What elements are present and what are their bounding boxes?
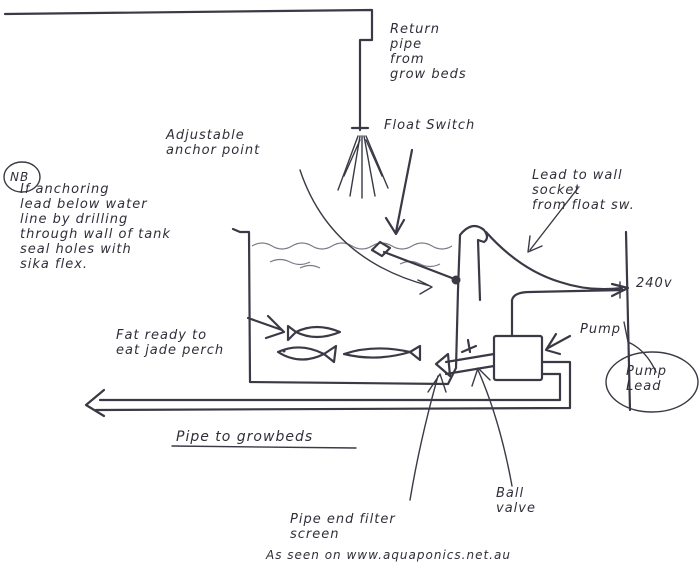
credit-label: As seen on www.aquaponics.net.au <box>266 548 511 562</box>
outlet-pipe <box>94 360 572 412</box>
anchoring-note: If anchoring lead below water line by dr… <box>20 182 171 272</box>
ball-valve-icon <box>460 338 478 354</box>
pump-lead <box>510 288 626 338</box>
fish-group <box>276 324 422 364</box>
fish-label: Fat ready to eat jade perch <box>116 328 225 358</box>
ball-valve-arrow <box>471 367 513 487</box>
filter-screen-icon <box>434 352 452 378</box>
anchor-point-arrow <box>299 169 433 295</box>
nb-label: NB <box>10 170 30 184</box>
pump-body <box>492 334 544 382</box>
water-surface <box>251 242 453 250</box>
pump-label: Pump <box>580 322 621 337</box>
ball-valve-label: Ball valve <box>496 486 536 516</box>
wall-socket <box>624 230 632 412</box>
pipe-direction-arrow <box>84 388 106 418</box>
voltage-label: 240v <box>636 276 673 291</box>
float-switch <box>370 240 461 285</box>
return-pipe <box>3 8 374 132</box>
float-switch-label: Float Switch <box>384 118 476 133</box>
nb-circle <box>3 161 41 193</box>
fish-arrow <box>246 314 286 340</box>
filter-screen-label: Pipe end filter screen <box>290 512 396 542</box>
return-pipe-label: Return pipe from grow beds <box>390 22 467 82</box>
pump-lead-pointer <box>623 321 657 373</box>
pipe-to-growbeds-label: Pipe to growbeds <box>176 429 314 445</box>
float-switch-lead <box>484 230 624 291</box>
water-spray <box>337 135 389 199</box>
pipe-label-underline <box>171 445 357 449</box>
filter-arrow <box>409 373 447 501</box>
lead-to-wall-label: Lead to wall socket from float sw. <box>532 168 635 213</box>
pump-lead-label: Pump Lead <box>626 364 667 394</box>
lead-arrow <box>527 187 579 253</box>
adjustable-anchor-label: Adjustable anchor point <box>166 128 261 158</box>
pump-lead-bubble <box>605 351 699 413</box>
pipe-in-tank <box>444 352 496 376</box>
float-switch-arrow <box>384 148 414 236</box>
fish-tank <box>231 227 460 386</box>
tank-outlet-pipe <box>456 224 489 302</box>
pump-arrow <box>544 332 572 356</box>
